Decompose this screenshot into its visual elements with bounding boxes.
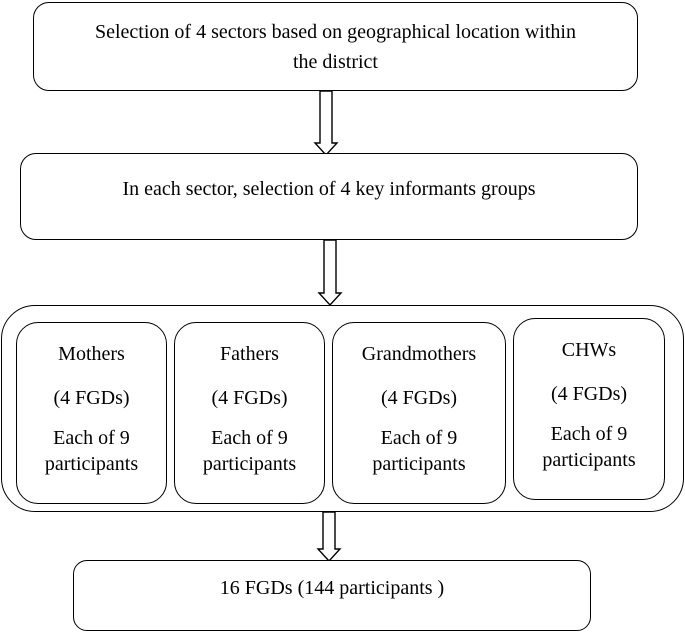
down-arrow-2	[317, 239, 343, 307]
group-box-chws: CHWs (4 FGDs) Each of 9 participants	[513, 318, 665, 500]
group-count-mothers: (4 FGDs)	[53, 387, 130, 409]
group-unit-grandmothers: participants	[372, 453, 466, 475]
group-each-chws: Each of 9	[550, 423, 628, 445]
step2-text: In each sector, selection of 4 key infor…	[122, 177, 536, 200]
step1-line2: the district	[293, 50, 378, 73]
group-box-mothers: Mothers (4 FGDs) Each of 9 participants	[16, 322, 167, 504]
group-name-chws: CHWs	[561, 339, 617, 361]
group-each-fathers: Each of 9	[211, 427, 288, 449]
step1-box: Selection of 4 sectors based on geograph…	[33, 2, 638, 91]
group-name-grandmothers: Grandmothers	[361, 343, 477, 365]
step2-box: In each sector, selection of 4 key infor…	[20, 153, 638, 240]
group-box-grandmothers: Grandmothers (4 FGDs) Each of 9 particip…	[332, 322, 506, 504]
step4-box: 16 FGDs (144 participants )	[73, 560, 591, 631]
down-arrow-1	[313, 90, 339, 157]
step4-text: 16 FGDs (144 participants )	[219, 576, 445, 599]
group-unit-fathers: participants	[202, 453, 297, 475]
group-count-chws: (4 FGDs)	[550, 383, 628, 405]
group-each-mothers: Each of 9	[53, 427, 130, 449]
group-name-mothers: Mothers	[58, 343, 125, 365]
group-each-grandmothers: Each of 9	[380, 427, 458, 449]
step1-line1: Selection of 4 sectors based on geograph…	[95, 20, 576, 43]
group-unit-mothers: participants	[44, 453, 139, 475]
group-unit-chws: participants	[542, 449, 636, 471]
group-count-fathers: (4 FGDs)	[211, 387, 288, 409]
group-count-grandmothers: (4 FGDs)	[380, 387, 458, 409]
group-name-fathers: Fathers	[220, 343, 279, 365]
down-arrow-3	[316, 511, 342, 563]
group-box-fathers: Fathers (4 FGDs) Each of 9 participants	[174, 322, 325, 504]
